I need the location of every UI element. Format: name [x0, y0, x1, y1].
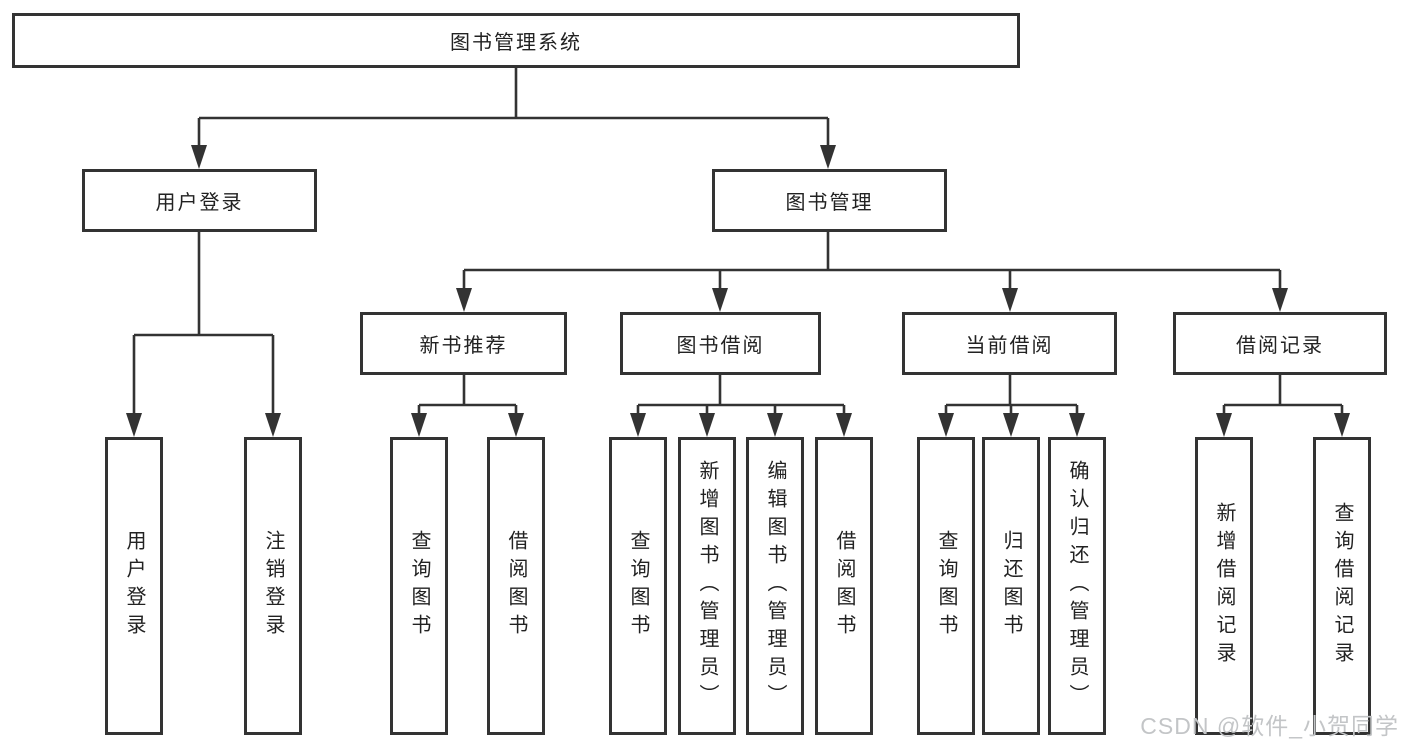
arrowhead	[126, 413, 142, 437]
node-label: 确认归还（管理员）	[1066, 460, 1088, 712]
node-label: 图书借阅	[676, 335, 765, 357]
node-label: 用户登录	[123, 530, 145, 642]
node-label: 图书管理系统	[450, 32, 582, 54]
leaf-borrow-books-recommend: 借阅图书	[487, 437, 545, 735]
arrowhead	[820, 145, 836, 169]
arrowhead	[508, 413, 524, 437]
leaf-user-login: 用户登录	[105, 437, 163, 735]
leaf-query-books-borrowing: 查询图书	[609, 437, 667, 735]
arrowhead	[456, 288, 472, 312]
node-label: 查询图书	[627, 530, 649, 642]
arrowhead	[630, 413, 646, 437]
leaf-query-borrow-record: 查询借阅记录	[1313, 437, 1371, 735]
node-new-book-recommendation: 新书推荐	[360, 312, 567, 375]
arrowhead	[938, 413, 954, 437]
connector-new-book-children	[411, 375, 524, 437]
arrowhead	[836, 413, 852, 437]
node-label: 当前借阅	[965, 335, 1054, 357]
arrowhead	[1334, 413, 1350, 437]
arrowhead	[411, 413, 427, 437]
node-library-system: 图书管理系统	[12, 13, 1020, 68]
node-borrowing-records: 借阅记录	[1173, 312, 1387, 375]
node-label: 新书推荐	[419, 335, 508, 357]
arrowhead	[191, 145, 207, 169]
node-label: 新增借阅记录	[1213, 502, 1235, 670]
connector-book-borrowing-children	[630, 375, 852, 437]
connector-current-borrowing-children	[938, 375, 1085, 437]
leaf-add-borrow-record: 新增借阅记录	[1195, 437, 1253, 735]
leaf-return-books: 归还图书	[982, 437, 1040, 735]
node-label: 查询图书	[935, 530, 957, 642]
leaf-edit-books-admin: 编辑图书（管理员）	[746, 437, 804, 735]
node-book-borrowing: 图书借阅	[620, 312, 821, 375]
arrowhead	[1003, 413, 1019, 437]
node-label: 借阅记录	[1236, 335, 1324, 357]
leaf-add-books-admin: 新增图书（管理员）	[678, 437, 736, 735]
csdn-watermark: CSDN @软件_小贺同学	[1140, 713, 1399, 739]
node-user-login: 用户登录	[82, 169, 317, 232]
leaf-query-books-current: 查询图书	[917, 437, 975, 735]
node-label: 新增图书（管理员）	[696, 460, 718, 712]
arrowhead	[1002, 288, 1018, 312]
arrowhead	[699, 413, 715, 437]
arrowhead	[1069, 413, 1085, 437]
leaf-borrow-books-borrowing: 借阅图书	[815, 437, 873, 735]
connector-user-login-children	[126, 232, 281, 437]
node-label: 借阅图书	[833, 530, 855, 642]
arrowhead	[767, 413, 783, 437]
node-label: 图书管理	[785, 192, 874, 214]
node-label: 查询借阅记录	[1331, 502, 1353, 670]
node-label: 编辑图书（管理员）	[764, 460, 786, 712]
connector-root-to-level2	[191, 68, 836, 169]
node-book-management: 图书管理	[712, 169, 947, 232]
leaf-confirm-return-admin: 确认归还（管理员）	[1048, 437, 1106, 735]
node-label: 查询图书	[408, 530, 430, 642]
arrowhead	[265, 413, 281, 437]
node-label: 注销登录	[262, 530, 284, 642]
arrowhead	[1216, 413, 1232, 437]
node-label: 借阅图书	[505, 530, 527, 642]
leaf-logout: 注销登录	[244, 437, 302, 735]
node-label: 归还图书	[1000, 530, 1022, 642]
connector-book-management-children	[456, 232, 1288, 312]
connector-borrow-records-children	[1216, 375, 1350, 437]
node-current-borrowing: 当前借阅	[902, 312, 1117, 375]
leaf-query-books-recommend: 查询图书	[390, 437, 448, 735]
arrowhead	[712, 288, 728, 312]
arrowhead	[1272, 288, 1288, 312]
node-label: 用户登录	[155, 192, 244, 214]
